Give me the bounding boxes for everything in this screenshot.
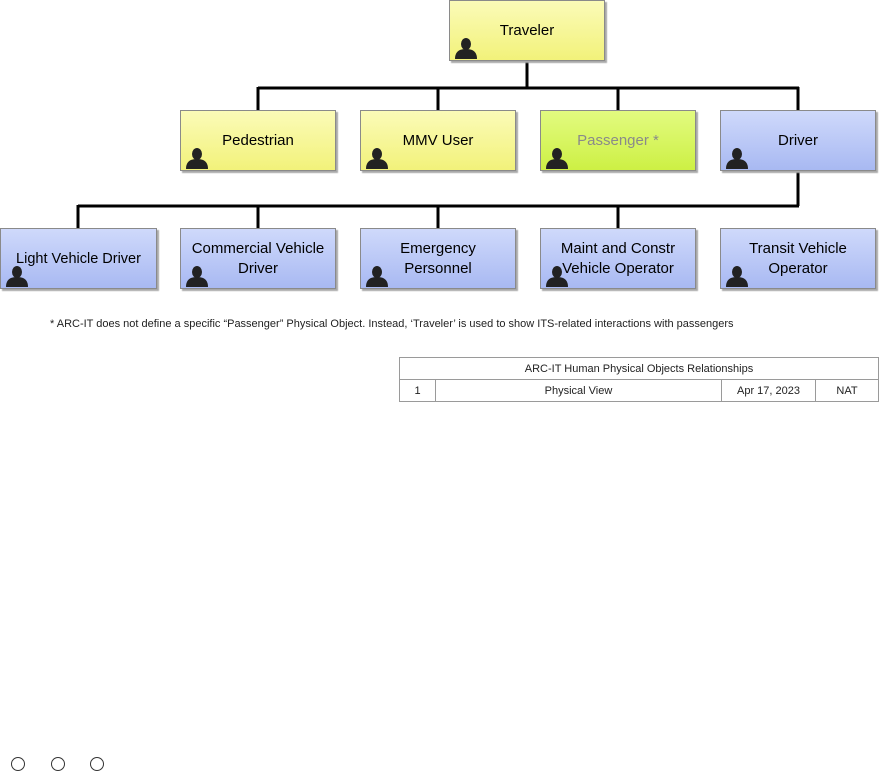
- person-icon: [726, 148, 748, 169]
- node-label: MMV User: [402, 131, 474, 149]
- node-maint-constr-operator[interactable]: Maint and Constr Vehicle Operator: [540, 228, 696, 289]
- person-icon: [546, 148, 568, 169]
- title-block: ARC-IT Human Physical Objects Relationsh…: [399, 357, 879, 402]
- person-icon: [546, 266, 568, 287]
- person-icon: [726, 266, 748, 287]
- node-passenger[interactable]: Passenger *: [540, 110, 696, 171]
- node-traveler[interactable]: Traveler: [449, 0, 605, 61]
- person-icon: [366, 266, 388, 287]
- person-icon: [6, 266, 28, 287]
- person-icon: [186, 266, 208, 287]
- node-label: Passenger *: [577, 131, 659, 149]
- person-icon: [366, 148, 388, 169]
- node-label: Driver: [778, 131, 818, 149]
- title-block-view: Physical View: [435, 379, 722, 402]
- page-dot-3[interactable]: [90, 757, 104, 771]
- footnote: * ARC-IT does not define a specific “Pas…: [50, 318, 734, 330]
- title-block-title: ARC-IT Human Physical Objects Relationsh…: [399, 357, 879, 380]
- node-label: Emergency Personnel: [400, 239, 476, 277]
- title-block-scope: NAT: [815, 379, 879, 402]
- node-transit-vehicle-operator[interactable]: Transit Vehicle Operator: [720, 228, 876, 289]
- title-block-date: Apr 17, 2023: [721, 379, 816, 402]
- node-label: Commercial Vehicle Driver: [191, 239, 325, 277]
- page-dot-2[interactable]: [51, 757, 65, 771]
- title-block-page: 1: [399, 379, 436, 402]
- node-mmv-user[interactable]: MMV User: [360, 110, 516, 171]
- person-icon: [455, 38, 477, 59]
- node-pedestrian[interactable]: Pedestrian: [180, 110, 336, 171]
- node-emergency-personnel[interactable]: Emergency Personnel: [360, 228, 516, 289]
- node-label: Transit Vehicle Operator: [749, 239, 847, 277]
- node-label: Maint and Constr Vehicle Operator: [560, 239, 676, 277]
- node-commercial-vehicle-driver[interactable]: Commercial Vehicle Driver: [180, 228, 336, 289]
- node-label: Light Vehicle Driver: [16, 250, 141, 267]
- page-dot-1[interactable]: [11, 757, 25, 771]
- person-icon: [186, 148, 208, 169]
- node-label: Pedestrian: [222, 131, 294, 149]
- node-driver[interactable]: Driver: [720, 110, 876, 171]
- node-label: Traveler: [499, 21, 555, 39]
- node-light-vehicle-driver[interactable]: Light Vehicle Driver: [0, 228, 157, 289]
